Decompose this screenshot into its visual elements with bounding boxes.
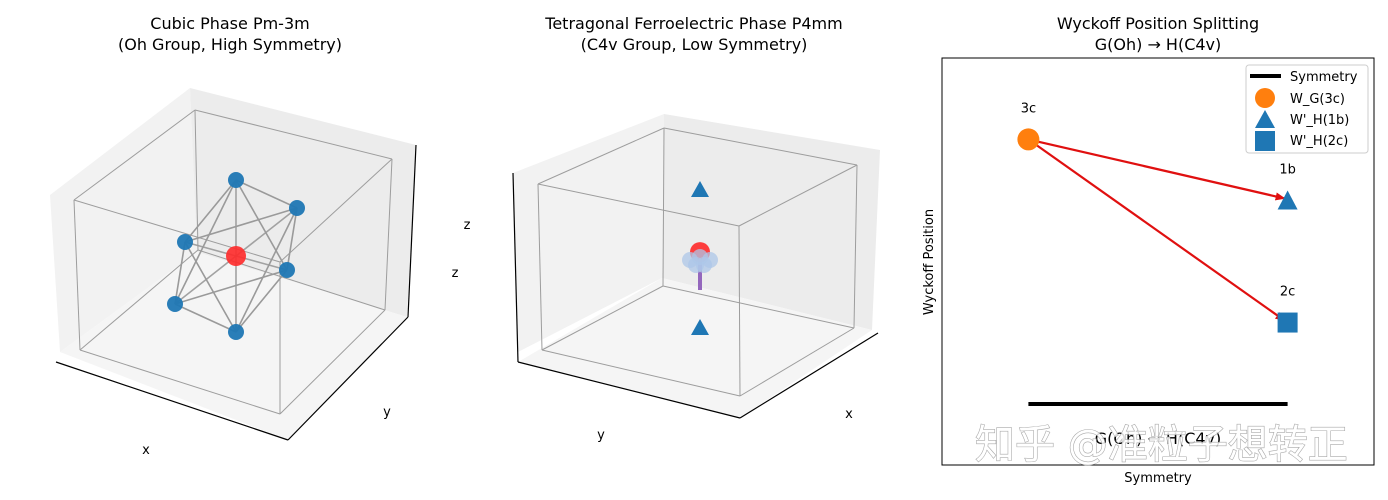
apical-atom (691, 181, 709, 197)
octahedron-bond (184, 179, 237, 243)
panel2-title-line1: Tetragonal Ferroelectric Phase P4mm (544, 14, 842, 33)
splitting-arrow (1027, 138, 1286, 322)
point-1b (1277, 190, 1298, 210)
panel3-title-line2: G(Oh) → H(C4v) (1095, 35, 1222, 54)
ligand-atom (289, 200, 305, 216)
panel3-xlabel: Symmetry (1124, 471, 1192, 486)
ligand-atom (167, 296, 183, 312)
point-3c (1017, 128, 1040, 151)
legend-entry-wh1b: W'_H(1b) (1290, 113, 1349, 128)
panel1-atoms (167, 172, 305, 340)
legend-entry-symmetry: Symmetry (1290, 70, 1358, 85)
octahedron-bond (235, 269, 288, 333)
equatorial-atom (692, 249, 708, 265)
panel2-title-line2: (C4v Group, Low Symmetry) (581, 35, 808, 54)
panel1-xlabel: x (142, 443, 150, 458)
octahedron-bond (174, 179, 237, 305)
legend-entry-wh2c: W'_H(2c) (1290, 134, 1348, 149)
splitting-arrow (1028, 138, 1286, 201)
panel1-zlabel: z (464, 218, 471, 233)
point-label-2c: 2c (1280, 285, 1295, 300)
center-atom (226, 246, 246, 266)
panel1-pane-left (50, 88, 197, 352)
watermark: 知乎 @准粒子想转正 (975, 422, 1348, 468)
panel2-box-edges (537, 127, 858, 397)
ligand-atom (228, 172, 244, 188)
point-label-3c: 3c (1021, 101, 1036, 116)
legend-square-marker (1255, 131, 1275, 151)
ligand-atom (228, 324, 244, 340)
ligand-atom (279, 262, 295, 278)
panel1-ylabel: y (383, 405, 391, 420)
octahedron-bond (235, 207, 298, 333)
panel-tetragonal: Tetragonal Ferroelectric Phase P4mm (C4v… (452, 14, 880, 443)
panel-wyckoff: Wyckoff Position Splitting G(Oh) → H(C4v… (922, 14, 1375, 486)
legend-entry-wg3c: W_G(3c) (1290, 92, 1345, 107)
panel-cubic: Cubic Phase Pm-3m (Oh Group, High Symmet… (50, 14, 471, 458)
octahedron-bond (184, 207, 298, 243)
apical-atom (691, 319, 709, 335)
octahedron-bond (184, 241, 237, 333)
octahedron-bond (174, 269, 288, 305)
panel2-pane-right (662, 114, 880, 330)
panel2-zlabel: z (452, 266, 459, 281)
octahedron-bond (286, 207, 298, 271)
panel3-points: 3c 1b 2c (1017, 101, 1298, 333)
panel2-axis-lines (512, 172, 879, 419)
panel2-atoms (682, 181, 718, 335)
octahedron-bond (174, 303, 237, 333)
octahedron-bond (174, 241, 186, 305)
panel3-title-line1: Wyckoff Position Splitting (1057, 14, 1259, 33)
panel3-ylabel: Wyckoff Position (922, 209, 937, 315)
point-2c (1277, 312, 1298, 333)
legend-frame (1245, 64, 1369, 154)
panel2-ylabel: y (597, 428, 605, 443)
panel1-title-line2: (Oh Group, High Symmetry) (118, 35, 342, 54)
legend: Symmetry W_G(3c) W'_H(1b) W'_H(2c) (1245, 64, 1369, 154)
panel2-xlabel: x (845, 407, 853, 422)
panel1-axis-lines (55, 144, 417, 441)
panel2-pane-left (513, 114, 664, 352)
panel1-pane-floor (60, 252, 407, 440)
legend-circle-marker (1255, 88, 1275, 108)
symmetry-line-text: G(Oh) → H(C4v) (1095, 429, 1222, 448)
legend-triangle-marker (1255, 110, 1275, 128)
panel1-pane-right (190, 88, 416, 317)
octahedron-bond (235, 179, 298, 209)
panel3-arrows (1027, 138, 1286, 322)
octahedron-bond (235, 179, 288, 271)
panel1-title-line1: Cubic Phase Pm-3m (150, 14, 309, 33)
ligand-atom (177, 234, 193, 250)
point-label-1b: 1b (1279, 162, 1296, 177)
